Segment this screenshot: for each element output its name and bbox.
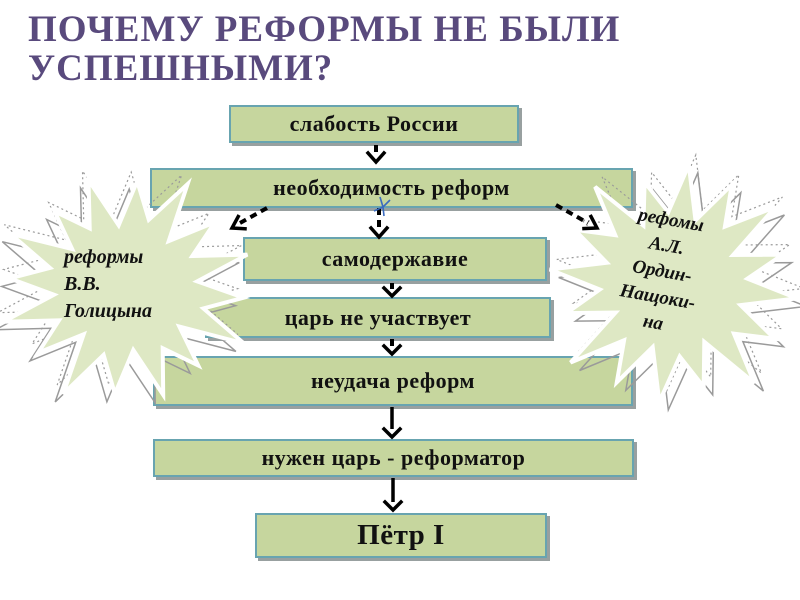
flow-box-weakness-of-russia: слабость России [229,105,519,143]
arrow-step3-step4 [381,283,403,299]
arrow-step1-step2 [365,145,387,165]
left-burst-line-3: Голицына [64,300,153,322]
flow-box-label: необходимость реформ [273,175,510,200]
flow-box-peter-i: Пётр I [255,513,547,558]
page-title: ПОЧЕМУ РЕФОРМЫ НЕ БЫЛИ УСПЕШНЫМИ? [28,10,668,88]
flow-box-label: нужен царь - реформатор [261,445,526,470]
flow-box-autocracy: самодержавие [243,237,547,281]
arrow-step2-step3 [368,208,390,240]
flow-box-label: неудача реформ [310,368,476,393]
arrow-to-left-burst [229,206,268,231]
arrow-head-icon [381,426,403,440]
arrow-head-icon [229,214,247,231]
flow-box-label: Пётр I [357,519,445,551]
flow-box-label: слабость России [289,111,459,136]
arrow-head-icon [381,343,403,357]
page-title-line-2: УСПЕШНЫМИ? [28,48,334,89]
flow-box-tsar-not-involved: царь не участвует [205,297,551,338]
flow-box-label: самодержавие [321,246,469,271]
left-burst-line-2: В.В. [64,273,101,295]
flow-box-reformer-tsar-needed: нужен царь - реформатор [153,439,634,477]
arrow-head-icon [365,150,387,165]
flow-box-failure-of-reforms: неудача реформ [153,356,633,406]
flow-box-label: царь не участвует [284,304,472,330]
left-burst-line-1: реформы [64,246,144,268]
left-burst-label: реформы В.В. Голицына [64,244,152,325]
arrow-head-icon [382,499,404,513]
arrow-head-icon [381,285,403,299]
arrow-shaft [239,206,268,225]
arrow-step5-step6 [381,407,403,440]
flow-box-need-for-reforms: необходимость реформ [150,168,633,208]
arrow-head-icon [368,225,390,240]
arrow-step4-step5 [381,339,403,357]
right-burst-label: рефомы А.Л. Ордин- Нащоки- на [567,193,757,351]
page-title-line-1: ПОЧЕМУ РЕФОРМЫ НЕ БЫЛИ [28,9,621,50]
arrow-step6-step7 [382,478,404,513]
